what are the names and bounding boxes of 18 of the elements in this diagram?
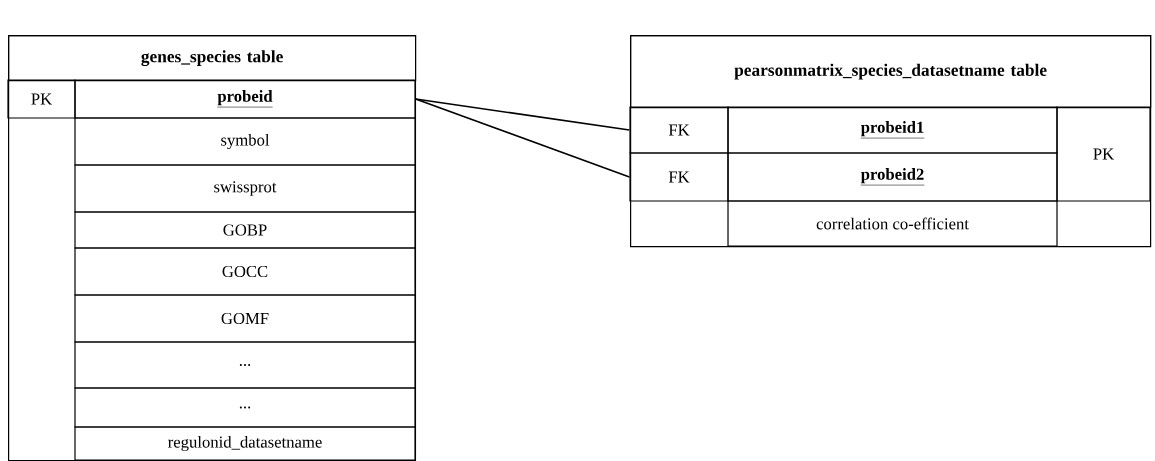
table-cell: ... <box>74 387 416 428</box>
table-cell: FK <box>629 106 729 154</box>
key-cell: probeid2 <box>727 152 1058 202</box>
key-cell: probeid <box>74 79 416 119</box>
table-cell: GOCC <box>74 247 416 296</box>
table-cell: PK <box>7 79 76 119</box>
table-cell: ... <box>74 341 416 389</box>
table-cell: regulonid_datasetname <box>74 426 416 461</box>
table-cell: swissprot <box>74 164 416 213</box>
connector-line <box>414 98 631 178</box>
table-cell: symbol <box>74 117 416 166</box>
key-cell: probeid1 <box>727 106 1058 154</box>
table-cell: FK <box>629 152 729 202</box>
table-cell: GOMF <box>74 294 416 343</box>
table-cell: PK <box>1056 106 1151 202</box>
table-cell: correlation co-efficient <box>727 200 1058 247</box>
connector-line <box>414 98 631 131</box>
table-cell: GOBP <box>74 211 416 249</box>
